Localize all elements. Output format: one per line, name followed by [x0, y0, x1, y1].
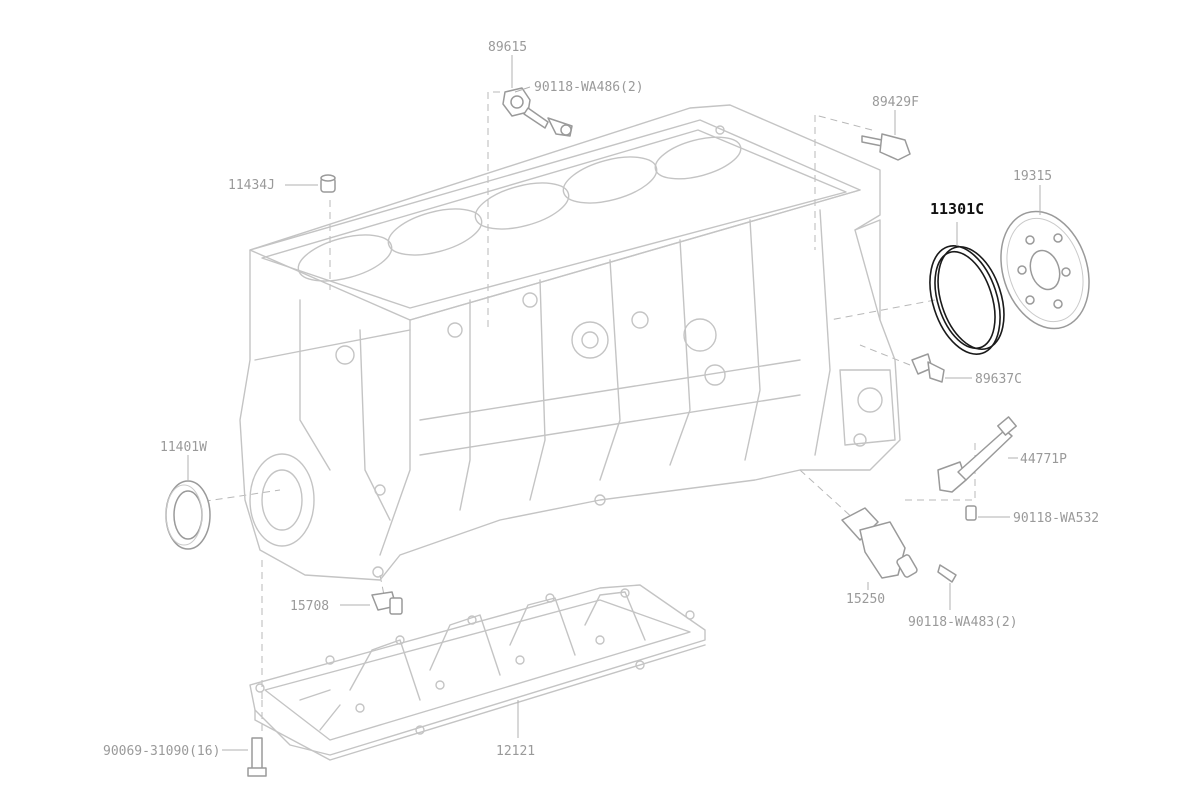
label-15708[interactable]: 15708: [290, 599, 329, 614]
sensor-89637c: [911, 353, 945, 383]
label-44771p[interactable]: 44771P: [1020, 452, 1067, 467]
drive-plate-19315: [1000, 210, 1090, 330]
bolt-90069-31090: [247, 737, 267, 777]
label-11401w[interactable]: 11401W: [160, 440, 207, 455]
leader-lines: [187, 55, 1041, 751]
label-19315[interactable]: 19315: [1013, 169, 1052, 184]
plug-11434j: [320, 174, 336, 193]
oil-jet-15708: [371, 591, 403, 615]
sensor-89429f: [861, 133, 911, 161]
label-90069-31090[interactable]: 90069-31090(16): [103, 744, 220, 759]
label-90118-wa483[interactable]: 90118-WA483(2): [908, 615, 1018, 630]
cylinder-block: [239, 104, 901, 581]
label-11434j[interactable]: 11434J: [228, 178, 275, 193]
label-90118-wa532[interactable]: 90118-WA532: [1013, 511, 1099, 526]
label-11301c[interactable]: 11301C: [930, 200, 984, 218]
front-seal-11401w: [165, 480, 211, 550]
label-89429f[interactable]: 89429F: [872, 95, 919, 110]
knock-sensor-89615: [502, 87, 573, 137]
part-44771p: [937, 416, 1017, 521]
part-15250: [841, 507, 957, 583]
label-15250[interactable]: 15250: [846, 592, 885, 607]
label-89637c[interactable]: 89637C: [975, 372, 1022, 387]
part-labels: 89615 90118-WA486(2) 89429F 11434J 19315…: [103, 40, 1099, 759]
label-89615[interactable]: 89615: [488, 40, 527, 55]
label-12121[interactable]: 12121: [496, 744, 535, 759]
oil-seal-11301c: [929, 245, 1005, 355]
label-90118-wa486[interactable]: 90118-WA486(2): [534, 80, 644, 95]
